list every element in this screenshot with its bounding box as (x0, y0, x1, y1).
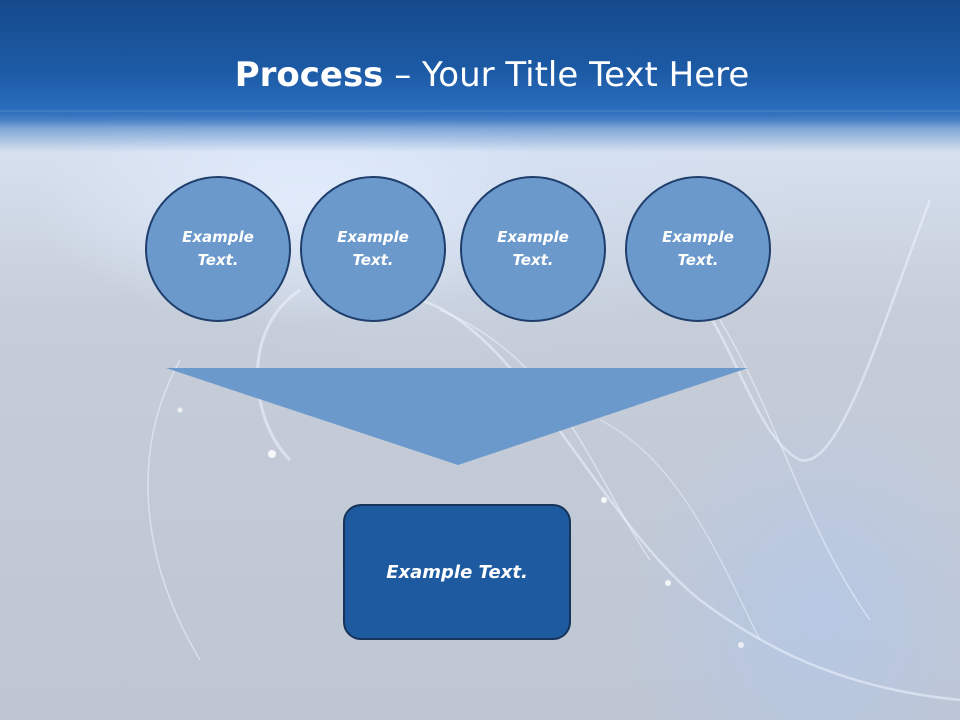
process-step-1-label: Example Text. (182, 228, 254, 269)
process-step-4: Example Text. (625, 176, 771, 322)
process-step-2: Example Text. (300, 176, 446, 322)
header-band (0, 0, 960, 128)
title-strong: Process (234, 55, 384, 95)
title-rest: – Your Title Text Here (383, 55, 750, 95)
slide-title: Process – Your Title Text Here (0, 50, 960, 100)
process-step-4-label: Example Text. (662, 228, 734, 269)
process-step-1: Example Text. (145, 176, 291, 322)
result-label: Example Text. (386, 561, 528, 583)
process-step-2-label: Example Text. (337, 228, 409, 269)
header-fade (0, 112, 960, 152)
process-step-3: Example Text. (460, 176, 606, 322)
process-step-3-label: Example Text. (497, 228, 569, 269)
result-box: Example Text. (343, 504, 571, 640)
